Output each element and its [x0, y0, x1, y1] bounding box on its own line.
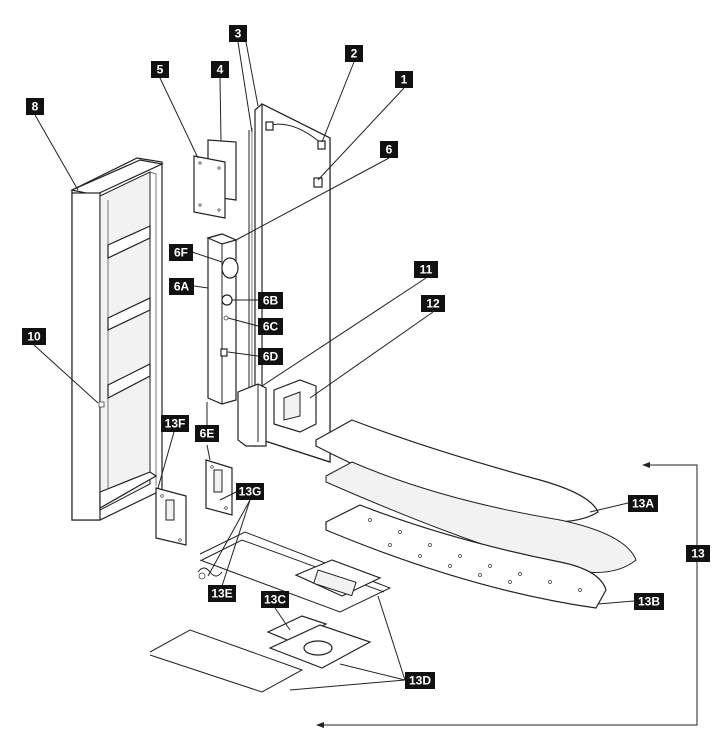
callout-5: 5	[151, 61, 169, 78]
svg-text:3: 3	[235, 27, 242, 41]
leader-lines	[33, 41, 698, 728]
svg-text:10: 10	[27, 330, 41, 344]
callout-13c: 13C	[261, 591, 289, 608]
back-panel-part	[248, 103, 331, 463]
svg-text:12: 12	[426, 297, 440, 311]
callout-6e: 6E	[195, 425, 219, 442]
callout-6f: 6F	[169, 244, 193, 261]
svg-text:13E: 13E	[211, 587, 232, 601]
plate-parts-4-5	[193, 139, 237, 219]
svg-text:1: 1	[401, 73, 408, 87]
callout-10: 10	[22, 328, 46, 345]
callout-8: 8	[26, 98, 44, 115]
bracket-parts	[155, 459, 233, 546]
svg-text:8: 8	[32, 100, 39, 114]
svg-text:6A: 6A	[174, 280, 190, 294]
svg-text:5: 5	[157, 63, 164, 77]
ironing-board-13b	[325, 504, 607, 609]
callout-6d: 6D	[258, 348, 283, 365]
callout-13g: 13G	[236, 483, 264, 500]
svg-text:6: 6	[386, 143, 393, 157]
svg-text:6C: 6C	[263, 320, 279, 334]
svg-text:4: 4	[217, 63, 224, 77]
callout-6b: 6B	[258, 292, 283, 309]
callout-6a: 6A	[169, 278, 194, 295]
callout-6c: 6C	[258, 318, 283, 335]
svg-text:6F: 6F	[174, 246, 188, 260]
svg-text:13G: 13G	[239, 485, 262, 499]
column-part-6	[206, 233, 239, 405]
callout-13a: 13A	[628, 495, 658, 512]
ironing-board-13a	[315, 419, 637, 573]
svg-text:6D: 6D	[263, 350, 279, 364]
callout-4: 4	[211, 61, 229, 78]
callout-12: 12	[421, 295, 445, 312]
callout-13d: 13D	[405, 672, 435, 689]
svg-text:6B: 6B	[263, 294, 279, 308]
box-parts-11-12	[237, 379, 317, 447]
svg-text:13: 13	[691, 547, 705, 561]
callout-6: 6	[380, 141, 398, 158]
callout-11: 11	[414, 261, 438, 278]
callout-1: 1	[395, 71, 413, 88]
svg-text:2: 2	[351, 47, 358, 61]
callout-3: 3	[229, 25, 247, 42]
svg-text:6E: 6E	[200, 427, 215, 441]
svg-text:13C: 13C	[264, 593, 286, 607]
callout-13f: 13F	[161, 415, 189, 432]
svg-text:13B: 13B	[638, 595, 660, 609]
callout-13: 13	[686, 545, 710, 562]
svg-text:11: 11	[420, 263, 433, 277]
swivel-mechanism	[149, 531, 392, 693]
callout-2: 2	[345, 45, 363, 62]
callout-13b: 13B	[634, 593, 664, 610]
svg-text:13D: 13D	[409, 674, 431, 688]
svg-text:13A: 13A	[632, 497, 654, 511]
svg-text:13F: 13F	[165, 417, 186, 431]
callout-13e: 13E	[208, 585, 236, 602]
cabinet-frame-part	[70, 157, 164, 521]
